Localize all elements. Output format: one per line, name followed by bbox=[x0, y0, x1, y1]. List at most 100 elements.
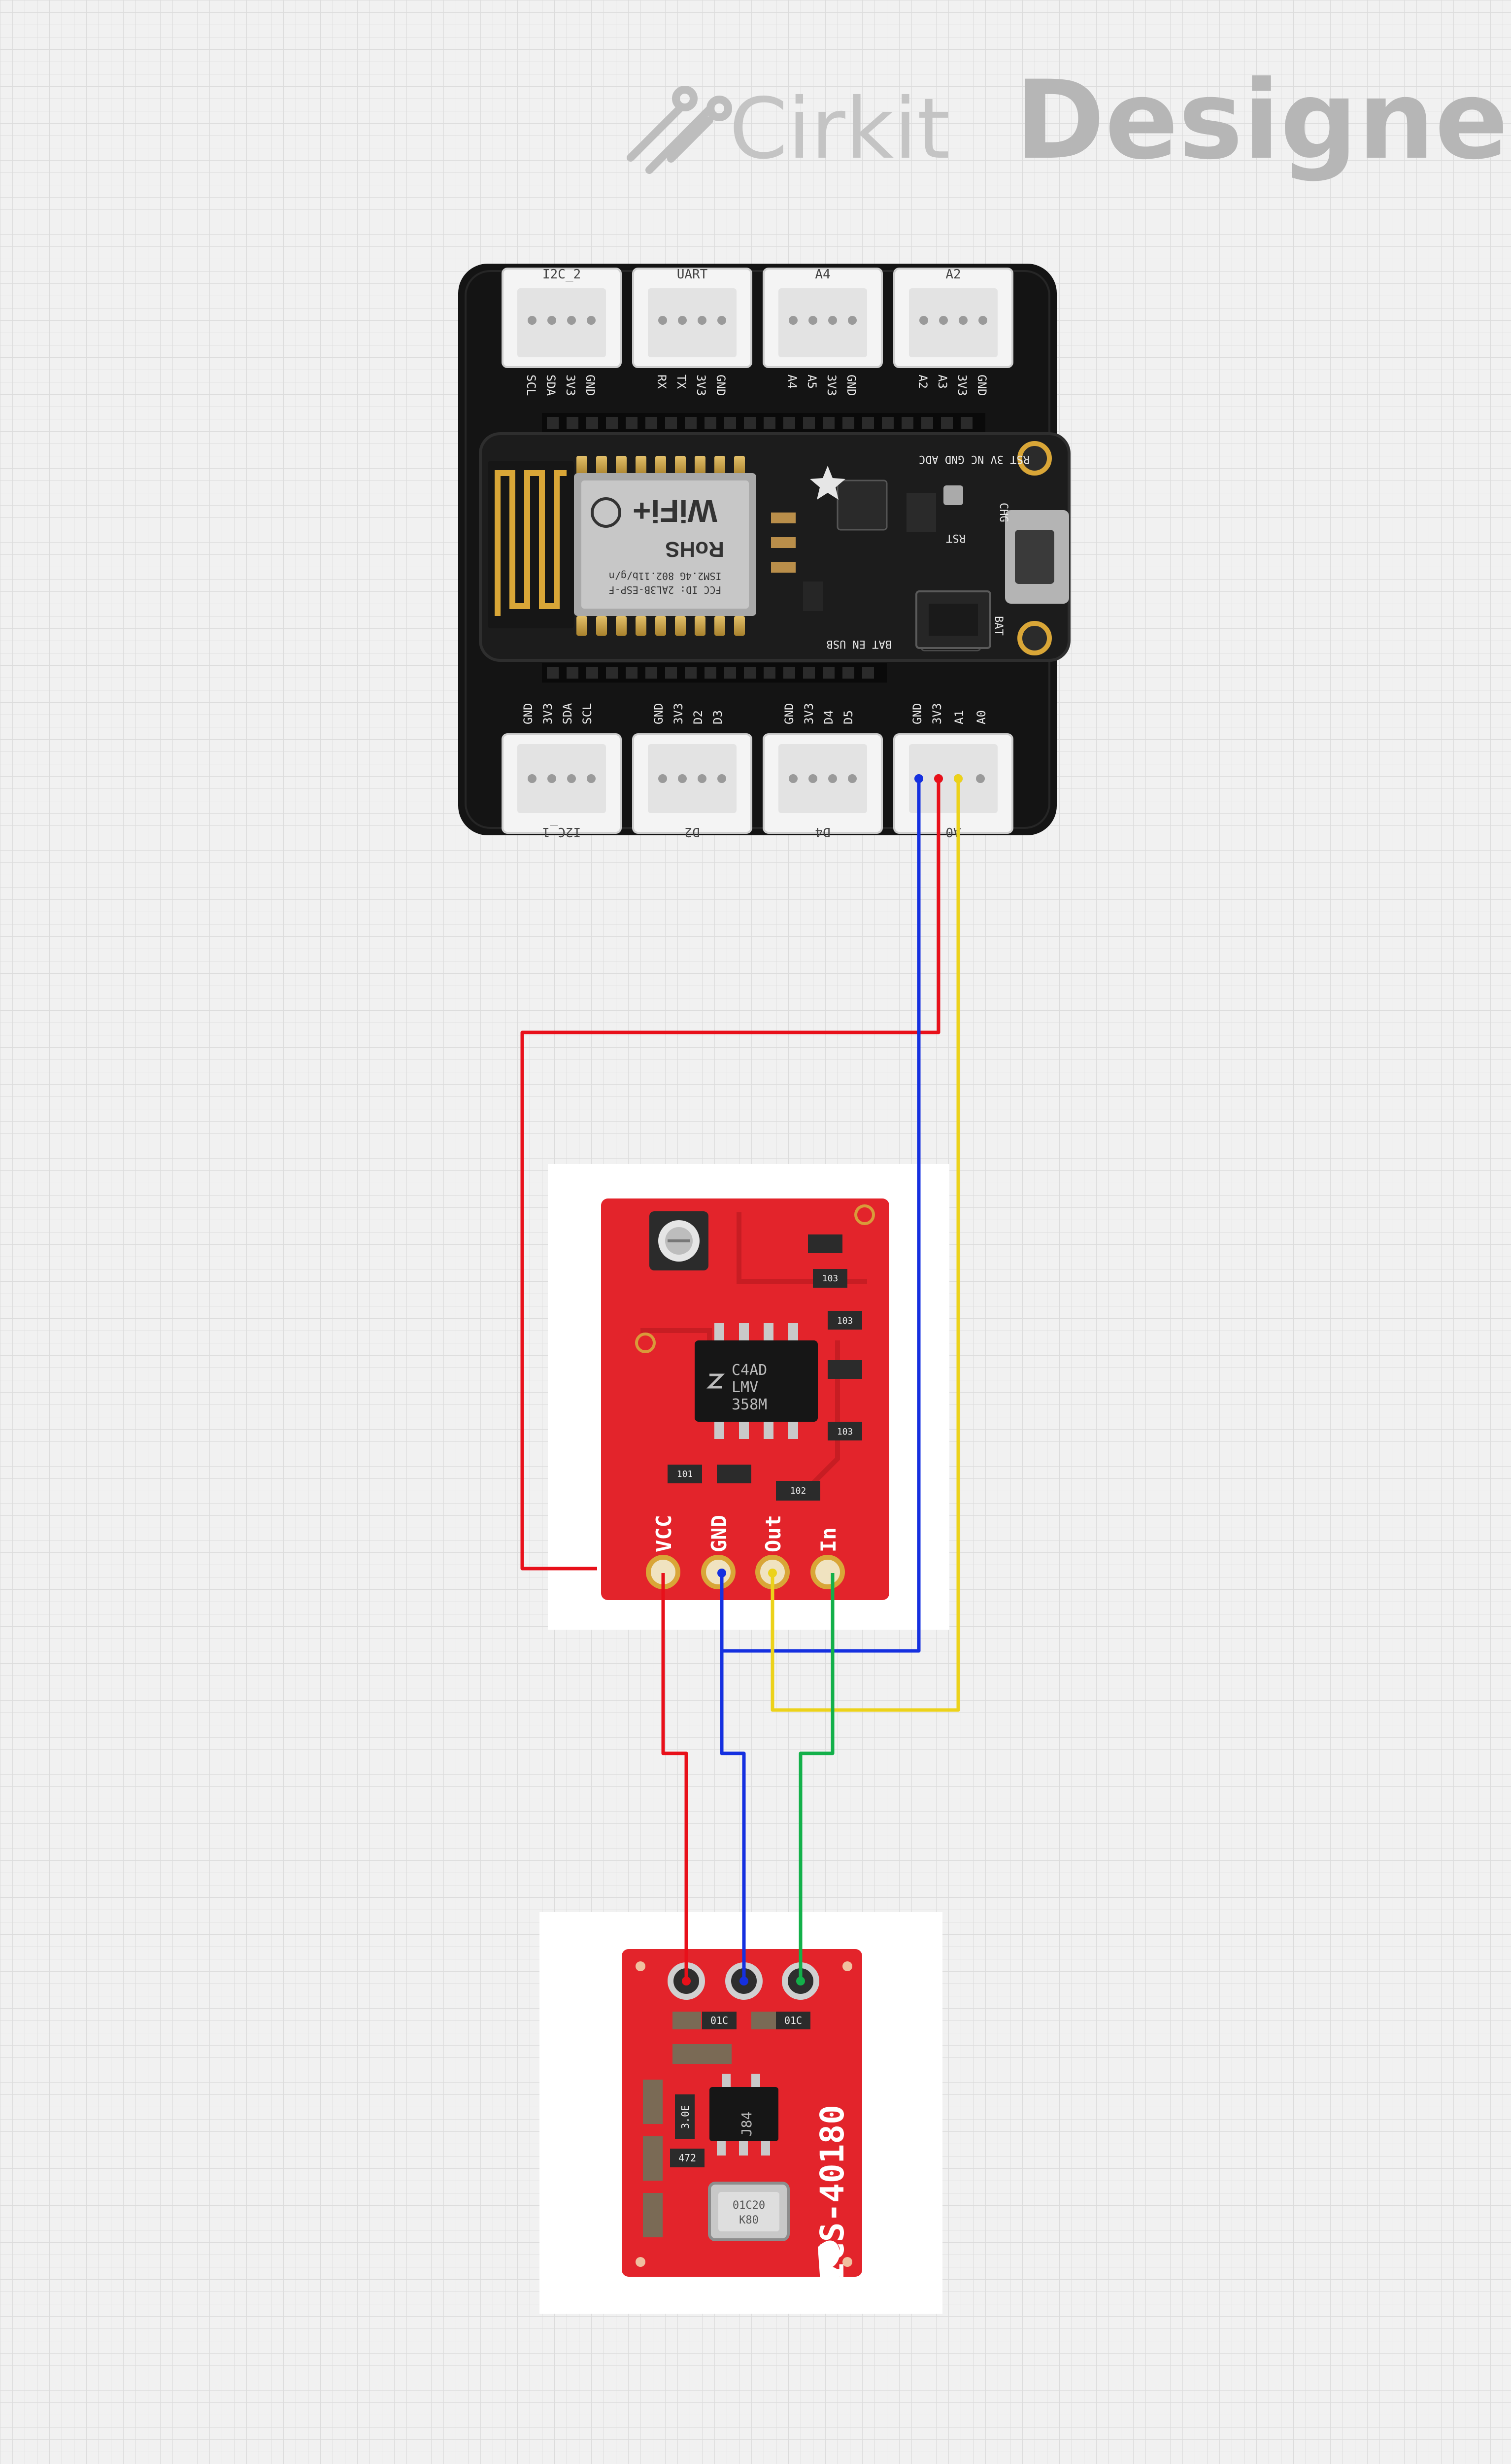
pin-label: TX bbox=[674, 375, 688, 389]
smd-label: 3.0E bbox=[679, 2105, 691, 2129]
smd-label: 472 bbox=[678, 2152, 696, 2164]
port-label: D4 bbox=[815, 824, 830, 839]
pin-label: GND bbox=[844, 375, 858, 396]
pin-label-out: Out bbox=[761, 1515, 785, 1552]
pin-label: 3V3 bbox=[930, 703, 944, 724]
pin-label: D5 bbox=[841, 710, 855, 724]
header-row-bottom bbox=[542, 663, 887, 683]
mount-hole bbox=[1017, 441, 1052, 476]
pin-label: GND bbox=[583, 375, 597, 396]
jst-battery-connector[interactable] bbox=[915, 590, 991, 649]
circuit-nodes-icon bbox=[627, 86, 732, 174]
pin-label-gnd: GND bbox=[707, 1515, 731, 1552]
smd-label: 102 bbox=[790, 1486, 806, 1496]
chip-marking-3: 358M bbox=[732, 1396, 767, 1413]
pin-label: SDA bbox=[544, 375, 558, 396]
smd-label: 103 bbox=[837, 1316, 853, 1326]
grove-port-i2c2[interactable]: I2C_2 bbox=[502, 267, 622, 368]
pin-label: 3V3 bbox=[541, 703, 555, 724]
wires bbox=[520, 779, 960, 1981]
esp-module-shield: FCC ID: 2AL3B-ESP-F ISM2.4G 802.11b/g/n … bbox=[574, 473, 756, 616]
amp-pin-labels: VCC GND Out In bbox=[652, 1515, 840, 1552]
micro-usb-connector[interactable] bbox=[1005, 510, 1069, 604]
wire-endpoints bbox=[682, 774, 963, 1985]
smd-label: 01C bbox=[784, 2015, 802, 2026]
ics-40180-microphone-board[interactable]: 01C 01C 3.0E 472 J84 ICS-40180 bbox=[539, 1912, 942, 2314]
pin-label: D2 bbox=[691, 710, 705, 724]
grove-port-d2[interactable]: D2 bbox=[632, 733, 752, 839]
smd-label: 101 bbox=[677, 1469, 693, 1479]
brand-word-designer: Designer bbox=[1015, 57, 1511, 183]
pin-label: 3V3 bbox=[564, 375, 577, 396]
pin-label: GND bbox=[782, 703, 796, 724]
wire-in-mic-green[interactable] bbox=[799, 1573, 835, 1981]
grove-port-uart[interactable]: UART bbox=[632, 267, 752, 368]
port-label: A4 bbox=[815, 267, 830, 282]
pin-label: 3V3 bbox=[825, 375, 839, 396]
header-row-top bbox=[542, 413, 985, 433]
wire-a0-vcc-red[interactable] bbox=[520, 779, 940, 1571]
bottom-pin-labels: GND 3V3 SDA SCL GND 3V3 D2 D3 GND 3V3 D4… bbox=[521, 703, 988, 724]
chip-marking: J84 bbox=[739, 2112, 755, 2137]
top-pin-labels: SCL SDA 3V3 GND RX TX 3V3 GND A4 A5 3V3 … bbox=[524, 375, 989, 396]
feather-silk: RST 3V NC GND ADC BAT EN USB RST CHG BAT bbox=[827, 453, 1030, 650]
port-label: D2 bbox=[684, 824, 700, 839]
pin-label-vcc: VCC bbox=[652, 1515, 676, 1552]
pin-label: A0 bbox=[974, 710, 988, 724]
esp8266-featherwing-board[interactable]: I2C_2 UART A4 A2 SCL bbox=[458, 264, 1071, 839]
grove-port-d4[interactable]: D4 bbox=[763, 733, 883, 839]
pin-label: 3V3 bbox=[955, 375, 969, 396]
pin-label: GND bbox=[975, 375, 989, 396]
grove-port-i2c1[interactable]: I2C_1 bbox=[502, 733, 622, 839]
adafruit-star-icon bbox=[810, 466, 845, 500]
mic-marking-1: 01C20 bbox=[733, 2199, 765, 2212]
smd-label: 103 bbox=[837, 1427, 853, 1437]
chip-marking-2: LMV bbox=[732, 1379, 758, 1396]
mic-amp-chip: J84 bbox=[709, 2074, 778, 2156]
pin-label: A2 bbox=[916, 375, 930, 389]
smd-label: 01C bbox=[710, 2015, 728, 2026]
wire-gnd-mic-blue[interactable] bbox=[720, 1573, 746, 1981]
pin-label: SCL bbox=[524, 375, 538, 396]
port-label: UART bbox=[677, 267, 708, 282]
silk-chg: CHG bbox=[997, 503, 1009, 522]
pin-label: GND bbox=[714, 375, 728, 396]
pin-label: 3V3 bbox=[672, 703, 685, 724]
pin-label: D4 bbox=[822, 710, 836, 724]
module-fcc-id: FCC ID: 2AL3B-ESP-F bbox=[609, 584, 722, 596]
module-rohs: RoHS bbox=[665, 537, 724, 561]
pin-label: GND bbox=[521, 703, 535, 724]
lmv358-amplifier-board[interactable]: 103 103 103 101 102 C4AD LMV 358M bbox=[548, 1164, 949, 1630]
trimmer-potentiometer[interactable] bbox=[649, 1211, 708, 1270]
pin-label: GND bbox=[652, 703, 666, 724]
pad-in[interactable] bbox=[810, 1555, 845, 1589]
mic-marking-2: K80 bbox=[739, 2214, 759, 2226]
grove-port-a4[interactable]: A4 bbox=[763, 267, 883, 368]
top-grove-connectors: I2C_2 UART A4 A2 bbox=[502, 267, 1013, 368]
module-logo-icon bbox=[591, 497, 621, 528]
grove-port-a0[interactable]: A0 bbox=[893, 733, 1013, 839]
wire-endpoint bbox=[682, 1977, 691, 1985]
mems-microphone: 01C20 K80 bbox=[708, 2182, 790, 2241]
antenna-trace bbox=[495, 470, 567, 616]
cirkit-designer-logo: Cirkit Designer bbox=[627, 57, 1511, 183]
bottom-grove-connectors: I2C_1 D2 D4 A0 bbox=[502, 733, 1013, 839]
wire-endpoint bbox=[954, 774, 963, 783]
smd-label: 103 bbox=[822, 1273, 839, 1284]
pin-label: A1 bbox=[952, 710, 966, 724]
wire-a0-out-yellow[interactable] bbox=[771, 779, 960, 1712]
pin-label: A5 bbox=[805, 375, 819, 389]
pin-label: RX bbox=[655, 375, 669, 389]
wire-vcc-mic-red[interactable] bbox=[661, 1573, 688, 1981]
wire-endpoint bbox=[934, 774, 943, 783]
pin-label: SCL bbox=[580, 703, 594, 724]
smd-components: 103 103 103 101 102 bbox=[668, 1234, 862, 1501]
wire-endpoint bbox=[914, 774, 923, 783]
port-label: A2 bbox=[945, 267, 961, 282]
feather-huzzah-esp8266[interactable]: FCC ID: 2AL3B-ESP-F ISM2.4G 802.11b/g/n … bbox=[479, 432, 1071, 662]
port-label: I2C_2 bbox=[542, 267, 581, 282]
pin-label: GND bbox=[910, 703, 924, 724]
grove-port-a2[interactable]: A2 bbox=[893, 267, 1013, 368]
pin-label: SDA bbox=[561, 703, 574, 724]
